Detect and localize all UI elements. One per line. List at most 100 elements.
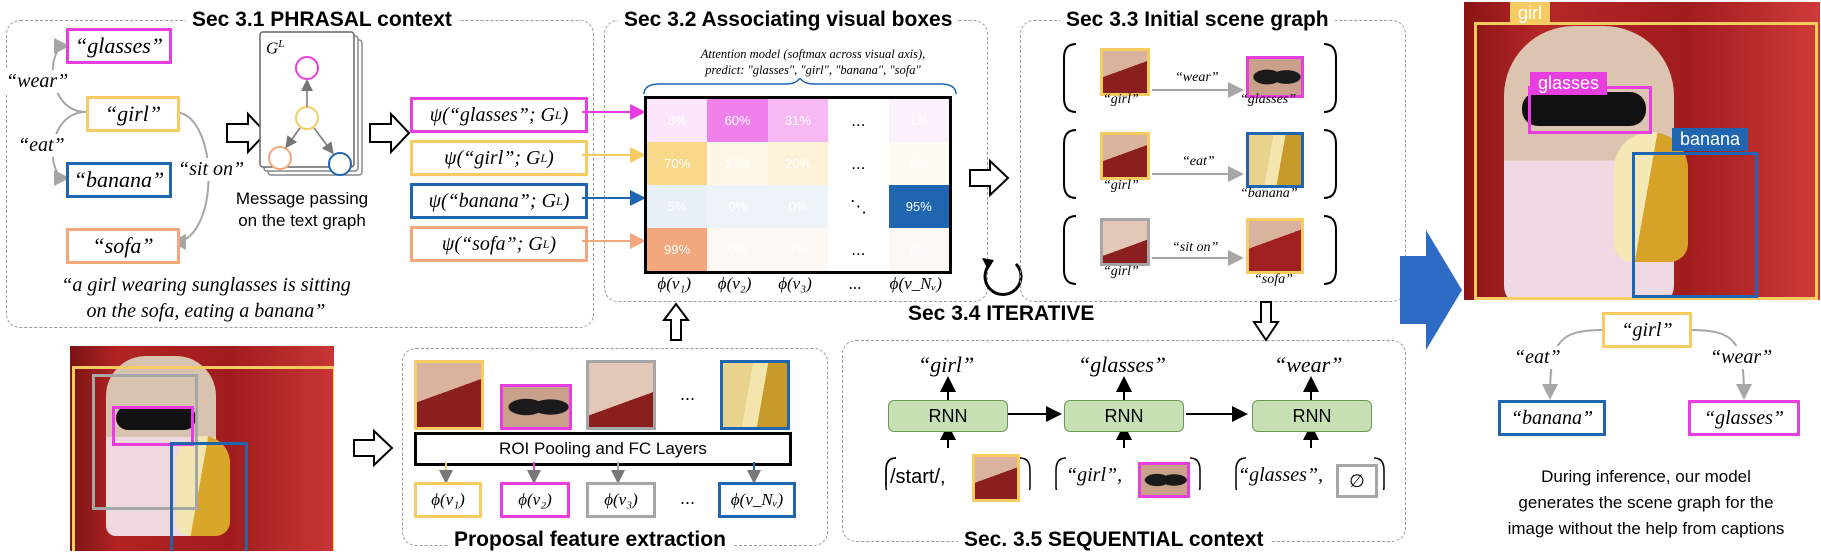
thumb-girl-3 xyxy=(1100,218,1150,266)
thumb-glasses-1 xyxy=(1246,56,1304,98)
result-box-girl xyxy=(1474,22,1818,300)
matrix-brace xyxy=(643,78,957,95)
initial-rel-2: “eat” xyxy=(1182,154,1215,170)
input-glasses-shape xyxy=(116,406,196,430)
result-node-glasses: “glasses” xyxy=(1688,400,1800,436)
proposal-thumb-glasses xyxy=(500,384,572,430)
matrix-phi-label: ϕ(v₂) xyxy=(717,274,752,293)
matrix-phi-label: ϕ(v_Nᵥ) xyxy=(889,274,942,293)
initial-obj-2: “banana” xyxy=(1240,186,1298,201)
matrix-cell: 8% xyxy=(647,99,709,143)
phrasal-context-title: Sec 3.1 PHRASAL context xyxy=(186,8,458,32)
proposal-phi-2: ϕ(v₂) xyxy=(500,482,570,518)
down-arrow-to-sequential xyxy=(1252,301,1280,342)
text-graph-label: GL xyxy=(266,38,285,58)
input-box-magenta xyxy=(112,406,194,446)
proposal-title: Proposal feature extraction xyxy=(448,528,732,552)
matrix-cell: 0% xyxy=(888,142,949,186)
rnn-cell-2: RNN xyxy=(1064,400,1184,432)
input-box-blue xyxy=(170,442,248,551)
attention-matrix: 8%60%31%...1%70%10%20%...0%5%0%0%⋱95%99%… xyxy=(644,96,952,274)
proposal-thumb-banana xyxy=(720,360,790,430)
seq-input-1: /start/, xyxy=(890,466,946,488)
initial-subj-1: “girl” xyxy=(1103,92,1139,107)
matrix-cell: 10% xyxy=(707,142,769,186)
input-image xyxy=(70,346,334,551)
proposal-dots: ... xyxy=(680,384,696,404)
seq-input-thumb-girl xyxy=(972,454,1020,502)
result-node-banana: “banana” xyxy=(1498,400,1606,436)
phrase-banana: “banana” xyxy=(66,162,172,198)
input-banana-shape xyxy=(176,436,230,536)
proposal-phi-dots: ... xyxy=(680,488,696,508)
matrix-cell: 0% xyxy=(888,228,949,271)
arrow-to-initial-graph xyxy=(969,158,1010,198)
roi-pooling-bar: ROI Pooling and FC Layers xyxy=(414,432,792,466)
matrix-cell: 0% xyxy=(767,185,830,229)
initial-graph-brackets xyxy=(1063,43,1337,285)
result-rel-eat: “eat” xyxy=(1514,346,1561,369)
matrix-phi-label: ϕ(v₁) xyxy=(657,274,691,293)
matrix-cell: 60% xyxy=(707,99,769,143)
matrix-cell: ⋱ xyxy=(828,185,890,229)
matrix-cell: 5% xyxy=(647,185,709,229)
proposal-down-arrows xyxy=(439,462,761,484)
matrix-phi-label: ϕ(v₃) xyxy=(778,274,812,293)
input-box-yellow xyxy=(72,366,334,551)
matrix-cell: 70% xyxy=(647,142,709,186)
thumb-girl-1 xyxy=(1100,48,1150,96)
initial-rel-1: “wear” xyxy=(1175,70,1219,86)
matrix-cell: 95% xyxy=(888,185,949,229)
sequential-title: Sec. 3.5 SEQUENTIAL context xyxy=(958,528,1270,552)
initial-obj-1: “glasses” xyxy=(1240,92,1297,107)
matrix-cell: 20% xyxy=(767,142,830,186)
big-inference-arrow xyxy=(1400,230,1462,350)
matrix-cell: 1% xyxy=(888,99,949,143)
proposal-thumb-face xyxy=(586,360,656,430)
initial-rel-3: “sit on” xyxy=(1172,240,1219,256)
initial-obj-3: “sofa” xyxy=(1254,272,1293,287)
up-arrow-to-matrix xyxy=(662,302,690,341)
seq-input-thumb-glasses xyxy=(1138,462,1190,498)
rnn-cell-3: RNN xyxy=(1252,400,1372,432)
initial-subj-3: “girl” xyxy=(1103,264,1139,279)
result-label-glasses: glasses xyxy=(1530,72,1608,95)
seq-input-empty: ∅ xyxy=(1336,464,1378,498)
seq-output-2: “glasses” xyxy=(1078,352,1167,377)
result-node-girl: “girl” xyxy=(1602,312,1692,348)
phrase-glasses: “glasses” xyxy=(66,28,172,64)
arrow-to-proposals xyxy=(353,428,394,468)
matrix-cell: 1% xyxy=(767,228,830,271)
proposal-phi-1: ϕ(v₁) xyxy=(414,482,482,518)
result-glasses-shape xyxy=(1522,92,1646,126)
proposal-thumb-girl xyxy=(414,360,484,430)
matrix-cell: 99% xyxy=(647,228,709,271)
relation-eat: “eat” xyxy=(18,134,65,157)
attention-note: Attention model (softmax across visual a… xyxy=(700,47,926,77)
text-graph-caption: Message passing on the text graph xyxy=(235,189,369,230)
matrix-cell: 0% xyxy=(707,185,769,229)
relation-wear: “wear” xyxy=(6,70,69,93)
seq-output-3: “wear” xyxy=(1274,352,1343,377)
thumb-banana-2 xyxy=(1246,132,1304,188)
seq-output-1: “girl” xyxy=(918,352,975,377)
proposal-phi-3: ϕ(v₃) xyxy=(586,482,656,518)
seq-input-3: “glasses”, xyxy=(1238,464,1324,486)
result-label-banana: banana xyxy=(1672,128,1749,151)
initial-subj-2: “girl” xyxy=(1103,178,1139,193)
phrase-sofa: “sofa” xyxy=(66,228,180,264)
result-label-girl: girl xyxy=(1510,2,1551,25)
associating-title: Sec 3.2 Associating visual boxes xyxy=(618,8,959,32)
matrix-cell: ... xyxy=(828,99,890,143)
result-rel-wear: “wear” xyxy=(1710,346,1773,369)
result-caption: During inference, our model generates th… xyxy=(1507,467,1785,538)
proposal-phi-n: ϕ(v_Nᵥ) xyxy=(718,482,796,518)
matrix-cell: 31% xyxy=(767,99,830,143)
result-image xyxy=(1464,2,1820,300)
caption-sentence: “a girl wearing sunglasses is sitting on… xyxy=(61,274,351,322)
result-box-banana xyxy=(1632,152,1758,298)
matrix-cell: ... xyxy=(828,228,890,271)
